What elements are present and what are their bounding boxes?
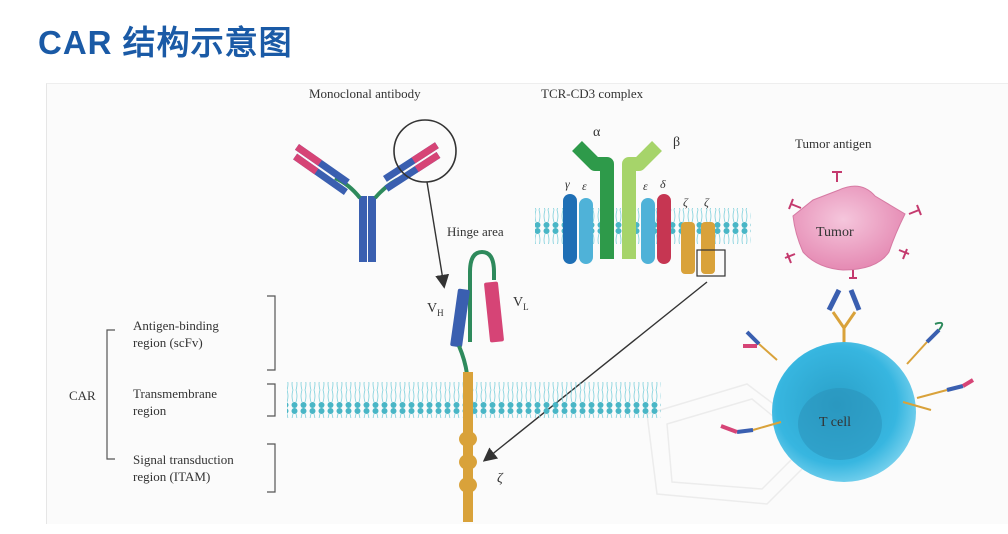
vl-label: VL xyxy=(513,295,529,312)
car-label: CAR xyxy=(69,388,96,403)
gamma-label: γ xyxy=(565,177,570,191)
monoclonal-antibody-label: Monoclonal antibody xyxy=(309,86,421,101)
arrow-zeta xyxy=(482,281,708,462)
alpha-label: α xyxy=(593,125,601,140)
vh-label: VH xyxy=(427,301,444,318)
scfv-highlight-circle xyxy=(393,119,457,183)
beta-label: β xyxy=(673,135,680,150)
page-title: CAR 结构示意图 xyxy=(38,24,293,61)
tumor-antigen-label: Tumor antigen xyxy=(795,136,872,151)
car-regions xyxy=(106,295,276,493)
t-cell-label: T cell xyxy=(819,415,851,430)
tcr-cd3-label: TCR-CD3 complex xyxy=(541,86,644,101)
car-scfv: VH VL xyxy=(427,249,529,375)
t-cell-cars xyxy=(720,321,975,434)
hinge-area-label: Hinge area xyxy=(447,224,504,239)
diagram-panel: Monoclonal antibody TCR-CD3 complex xyxy=(46,83,1008,524)
bound-car xyxy=(826,288,862,346)
zeta-left-label: ζ xyxy=(683,195,689,209)
cell-membrane xyxy=(287,382,661,418)
arrow-scfv xyxy=(426,181,450,289)
antigen-binding-label-2: region (scFv) xyxy=(133,335,203,350)
monoclonal-antibody xyxy=(293,119,457,262)
zeta-main-label: ζ xyxy=(497,471,504,486)
epsilon-right-label: ε xyxy=(643,179,648,193)
epsilon-left-label: ε xyxy=(582,179,587,193)
car-molecule xyxy=(459,372,477,522)
t-cell xyxy=(772,342,916,482)
tcr-cd3-complex: α β γ ε ε δ ζ ζ xyxy=(535,125,751,277)
antigen-binding-label-1: Antigen-binding xyxy=(133,318,219,333)
signal-transduction-label-1: Signal transduction xyxy=(133,452,234,467)
signal-transduction-label-2: region (ITAM) xyxy=(133,469,210,484)
zeta-right-label: ζ xyxy=(704,195,710,209)
watermark xyxy=(646,383,829,505)
tumor-cell xyxy=(784,171,922,279)
car-structure-diagram: Monoclonal antibody TCR-CD3 complex xyxy=(69,86,975,522)
zeta-highlight-box xyxy=(696,249,726,277)
transmembrane-label-1: Transmembrane xyxy=(133,386,217,401)
delta-label: δ xyxy=(660,177,666,191)
transmembrane-label-2: region xyxy=(133,403,167,418)
tumor-label: Tumor xyxy=(816,225,854,240)
